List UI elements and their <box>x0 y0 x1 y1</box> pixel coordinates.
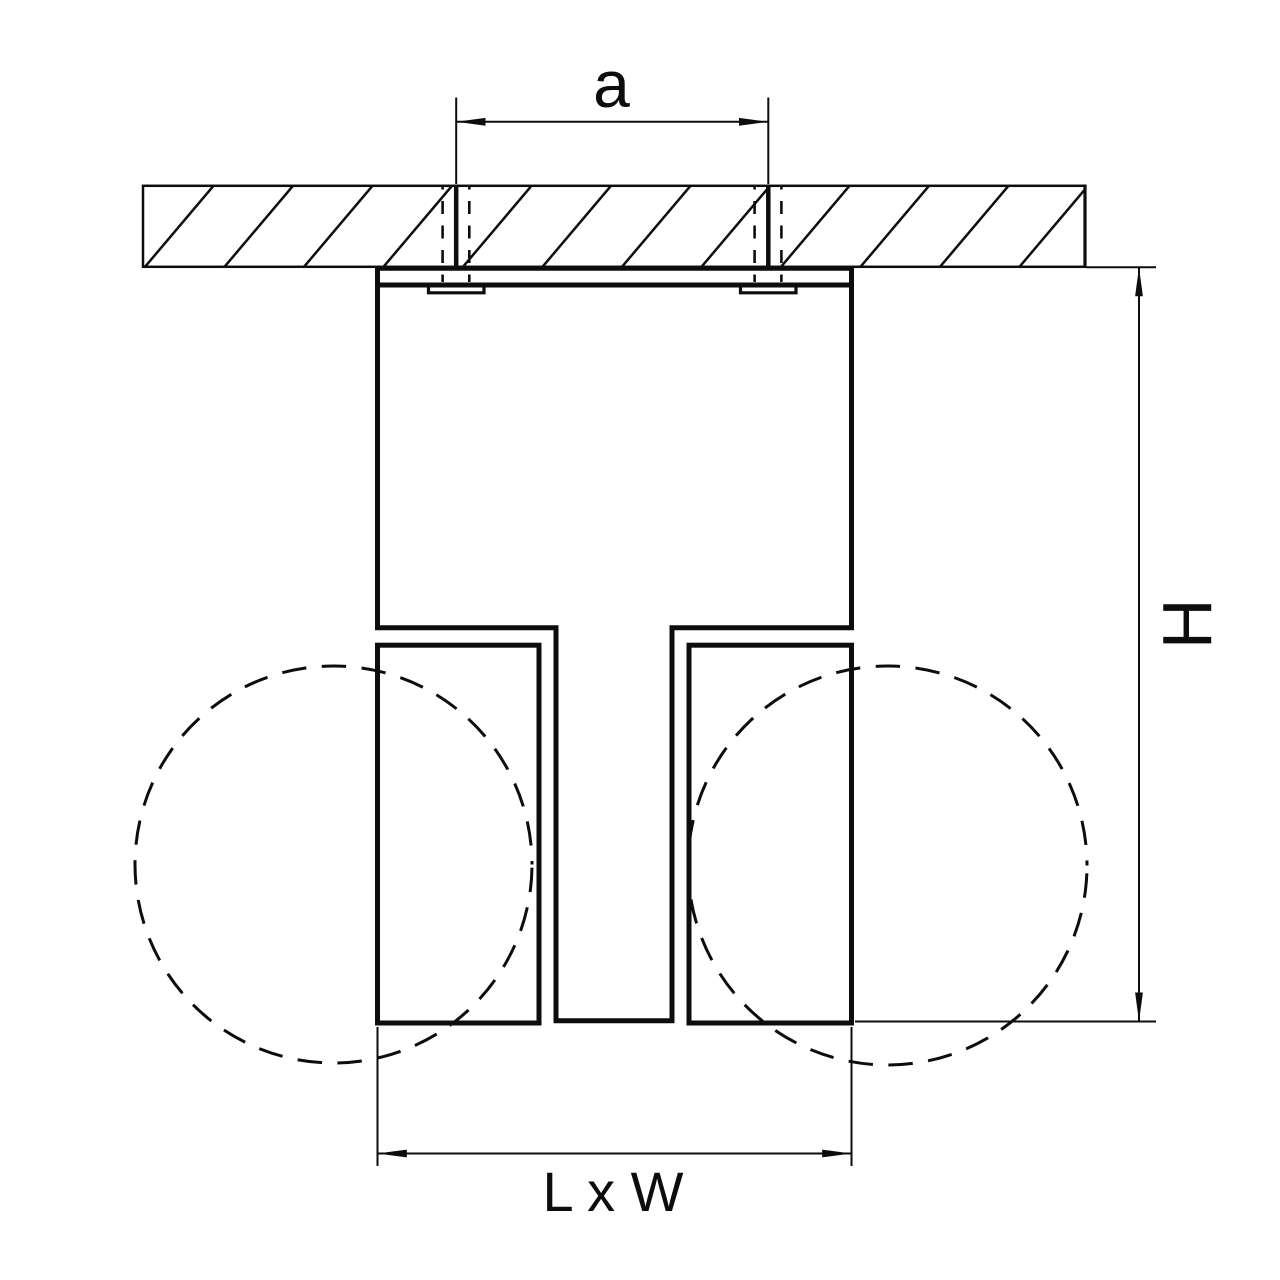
svg-text:L x W: L x W <box>542 1160 683 1223</box>
svg-text:H: H <box>1148 599 1226 650</box>
svg-text:a: a <box>593 47 630 121</box>
